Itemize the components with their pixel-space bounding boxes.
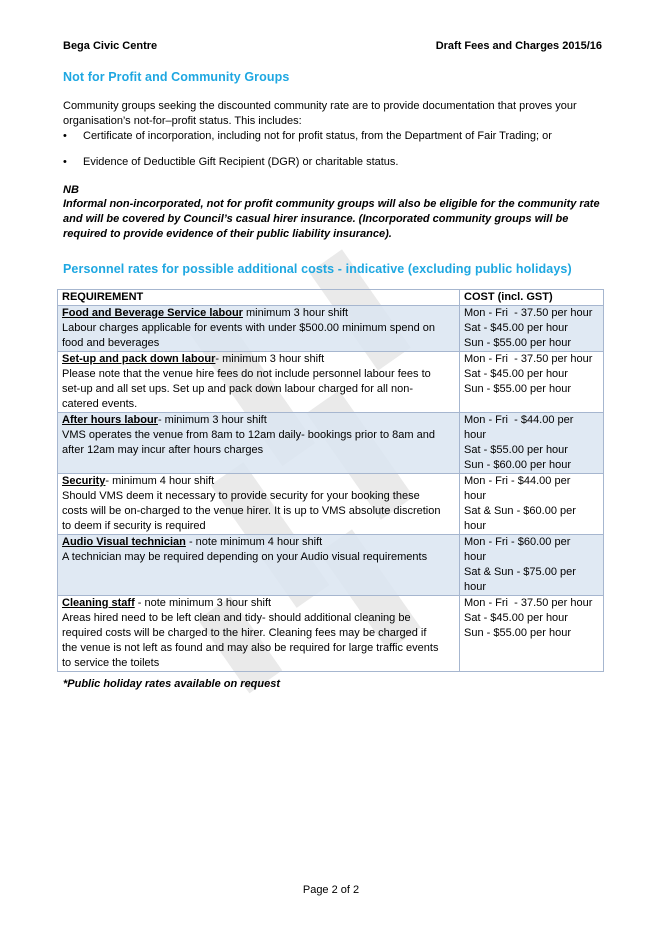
cost-line: Sat & Sun - $75.00 per [464,566,576,578]
requirement-cell: Audio Visual technician - note minimum 4… [57,534,460,596]
intro-paragraph: Community groups seeking the discounted … [63,100,577,127]
requirement-shift: - note minimum 4 hour shift [185,536,323,548]
table-row: Cleaning staff - note minimum 3 hour shi… [57,595,604,672]
section-heading-personnel: Personnel rates for possible additional … [63,262,572,276]
requirement-description-line: Please note that the venue hire fees do … [62,368,431,380]
requirement-cell: After hours labour- minimum 3 hour shift… [57,412,460,474]
requirement-description-line: Areas hired need to be left clean and ti… [62,612,411,624]
header-left: Bega Civic Centre [63,40,158,52]
bullet-text: Certificate of incorporation, including … [83,130,552,142]
requirement-title: Cleaning staff [62,597,135,609]
requirement-title: Security [62,475,106,487]
cost-line: Sun - $55.00 per hour [464,337,572,349]
table-row: After hours labour- minimum 3 hour shift… [57,412,604,474]
table-row: Audio Visual technician - note minimum 4… [57,534,604,596]
cost-line: hour [464,520,487,532]
table-row: Set-up and pack down labour- minimum 3 h… [57,351,604,413]
cost-line: Sun - $60.00 per hour [464,459,572,471]
nb-body: Informal non-incorporated, not for profi… [63,198,600,240]
requirement-shift: - minimum 3 hour shift [215,353,325,365]
table-row: Food and Beverage Service labour minimum… [57,305,604,352]
cost-line: hour [464,490,487,502]
requirement-cell: Set-up and pack down labour- minimum 3 h… [57,351,460,413]
requirement-title-line: Set-up and pack down labour- minimum 3 h… [62,352,455,367]
cost-line: Sat & Sun - $60.00 per [464,505,576,517]
cost-line: hour [464,581,487,593]
footnote: *Public holiday rates available on reque… [63,678,281,690]
requirement-title: After hours labour [62,414,158,426]
table-header-row: REQUIREMENT COST (incl. GST) [57,289,604,306]
cost-line: Sat - $45.00 per hour [464,368,568,380]
requirement-description-line: to deem if security is required [62,520,206,532]
cost-line: hour [464,551,487,563]
cost-line: Mon - Fri - 37.50 per hour [464,307,593,319]
requirement-description-line: Should VMS deem it necessary to provide … [62,490,420,502]
requirement-title: Set-up and pack down labour [62,353,216,365]
requirement-title-line: Security- minimum 4 hour shift [62,474,455,489]
cost-line: Sun - $55.00 per hour [464,383,572,395]
column-header-requirement: REQUIREMENT [57,289,460,306]
cost-line: Mon - Fri - $44.00 per [464,414,574,426]
requirement-title-line: Food and Beverage Service labour minimum… [62,306,455,321]
requirement-shift: minimum 3 hour shift [242,307,349,319]
requirement-description-line: A technician may be required depending o… [62,551,428,563]
requirement-description-line: VMS operates the venue from 8am to 12am … [62,429,435,441]
requirement-title: Food and Beverage Service labour [62,307,243,319]
section-heading-community: Not for Profit and Community Groups [63,70,290,84]
requirement-description-line: catered events. [62,398,138,410]
requirement-description-line: required costs will be charged to the hi… [62,627,427,639]
requirement-description-line: costs will be on-charged to the venue hi… [62,505,441,517]
requirement-title-line: Cleaning staff - note minimum 3 hour shi… [62,596,455,611]
bullet-icon: • [63,130,67,142]
bullet-text: Evidence of Deductible Gift Recipient (D… [83,156,399,168]
column-header-cost: COST (incl. GST) [459,289,604,306]
requirement-description-line: set-up and all set ups. Set up and pack … [62,383,414,395]
requirement-description-line: the venue is not left as found and may a… [62,642,439,654]
requirement-shift: - note minimum 3 hour shift [134,597,272,609]
page-number: Page 2 of 2 [302,884,360,896]
cost-line: Sun - $55.00 per hour [464,627,572,639]
cost-line: Mon - Fri - $60.00 per [464,536,571,548]
requirement-description-line: food and beverages [62,337,160,349]
requirement-shift: - minimum 4 hour shift [105,475,215,487]
cost-line: hour [464,429,487,441]
requirement-description-line: to service the toilets [62,657,160,669]
nb-title: NB [63,184,79,196]
requirement-cell: Cleaning staff - note minimum 3 hour shi… [57,595,460,672]
requirement-title-line: Audio Visual technician - note minimum 4… [62,535,455,550]
cost-line: Mon - Fri - $44.00 per [464,475,571,487]
cost-line: Sat - $55.00 per hour [464,444,568,456]
requirement-cell: Food and Beverage Service labour minimum… [57,305,460,352]
cost-line: Sat - $45.00 per hour [464,322,568,334]
header-right: Draft Fees and Charges 2015/16 [435,40,602,52]
requirement-description-line: after 12am may incur after hours charges [62,444,264,456]
cost-line: Mon - Fri - 37.50 per hour [464,597,593,609]
requirement-description-line: Labour charges applicable for events wit… [62,322,436,334]
requirement-shift: - minimum 3 hour shift [157,414,267,426]
table-body: Food and Beverage Service labour minimum… [57,305,604,672]
requirement-title-line: After hours labour- minimum 3 hour shift [62,413,455,428]
cost-line: Sat - $45.00 per hour [464,612,568,624]
bullet-icon: • [63,156,67,168]
requirement-title: Audio Visual technician [62,536,186,548]
personnel-rates-table: REQUIREMENT COST (incl. GST) Food and Be… [57,289,604,672]
cost-line: Mon - Fri - 37.50 per hour [464,353,593,365]
